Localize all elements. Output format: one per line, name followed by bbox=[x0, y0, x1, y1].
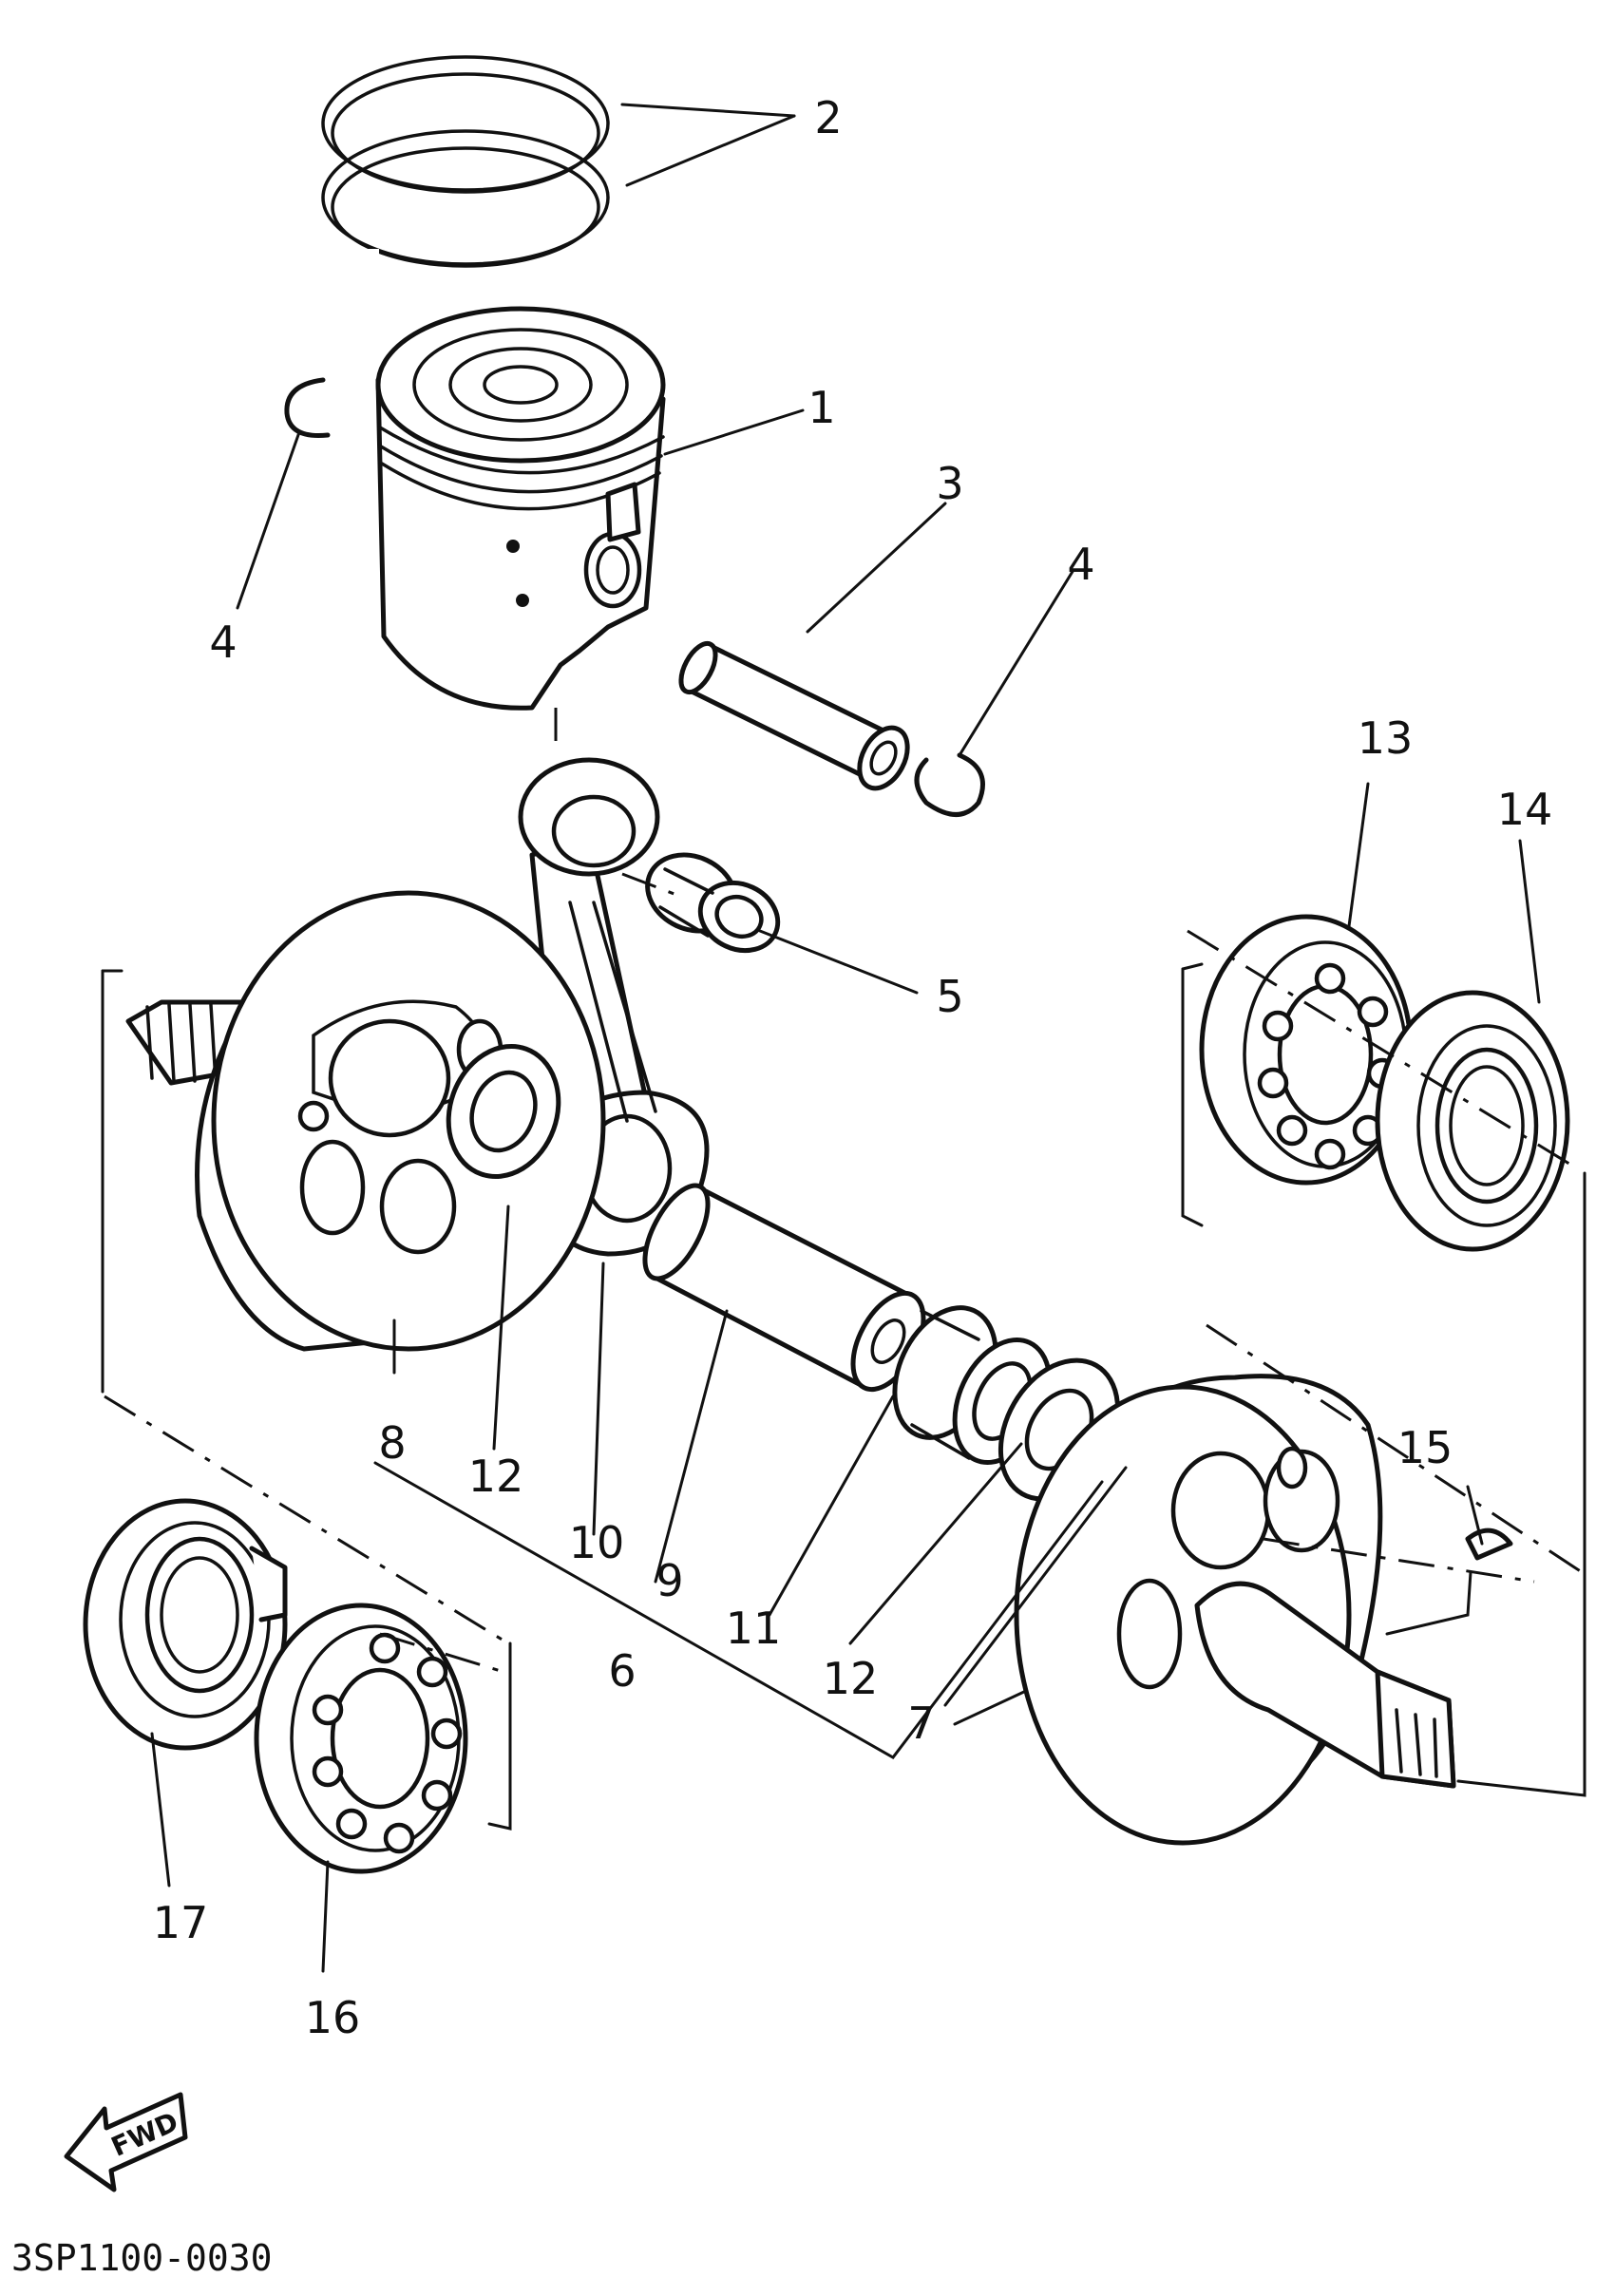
callout-3: 3 bbox=[936, 458, 963, 509]
callout-4-left: 4 bbox=[209, 617, 237, 668]
crank-pin bbox=[642, 1183, 926, 1393]
callout-14: 14 bbox=[1497, 784, 1553, 835]
crank-bearing-16 bbox=[254, 1603, 468, 1874]
callout-4-right: 4 bbox=[1067, 539, 1094, 590]
callout-2: 2 bbox=[814, 92, 842, 143]
oil-seal-17 bbox=[83, 1498, 288, 1751]
callout-13: 13 bbox=[1358, 712, 1414, 764]
callout-12-lower: 12 bbox=[823, 1653, 879, 1704]
callout-8: 8 bbox=[378, 1417, 406, 1469]
callout-9: 9 bbox=[656, 1555, 683, 1606]
callout-12-upper: 12 bbox=[468, 1451, 524, 1502]
callout-16: 16 bbox=[305, 1992, 361, 2043]
callout-5: 5 bbox=[936, 971, 963, 1022]
piston bbox=[375, 306, 666, 711]
callout-1: 1 bbox=[808, 382, 835, 433]
callout-15: 15 bbox=[1397, 1422, 1454, 1473]
callout-17: 17 bbox=[153, 1897, 209, 1948]
woodruff-key bbox=[1465, 1528, 1513, 1561]
piston-rings bbox=[321, 28, 610, 272]
left-thrust-washer bbox=[446, 1043, 561, 1180]
leader-lines bbox=[150, 103, 1541, 1973]
piston-pin bbox=[678, 640, 910, 791]
callout-11: 11 bbox=[726, 1603, 782, 1654]
callout-7: 7 bbox=[907, 1698, 935, 1749]
callout-6: 6 bbox=[608, 1645, 636, 1697]
small-end-bearing bbox=[645, 852, 781, 954]
piston-pin-clip-left bbox=[284, 377, 331, 439]
callouts: 1 2 3 4 4 5 6 7 8 9 10 11 12 12 13 14 15… bbox=[153, 92, 1553, 2043]
oil-seal-14 bbox=[1375, 990, 1570, 1252]
fwd-arrow-icon: FWD bbox=[64, 2092, 188, 2192]
assembly-lines bbox=[101, 708, 1586, 1831]
piston-pin-clip-right bbox=[914, 752, 985, 817]
callout-10: 10 bbox=[569, 1517, 625, 1568]
diagram-code: 3SP1100-0030 bbox=[11, 2237, 273, 2279]
